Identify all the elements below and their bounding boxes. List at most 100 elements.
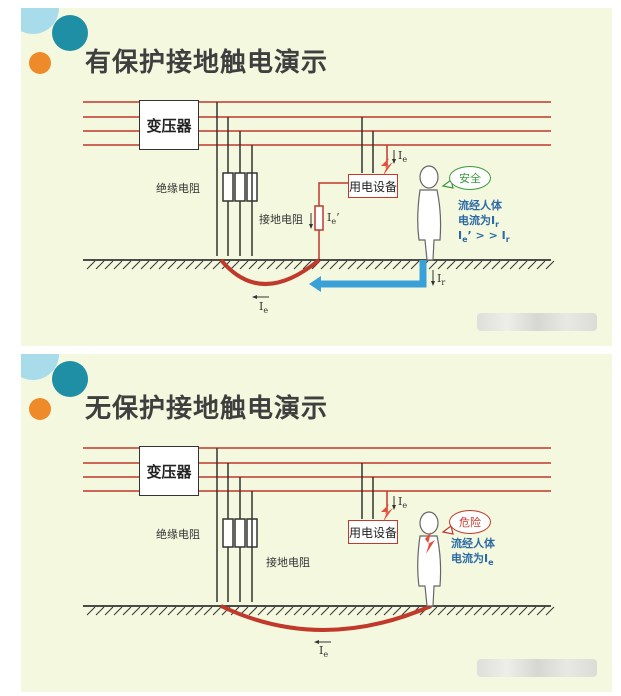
note-line-2-text: 电流为I: [458, 214, 496, 227]
cur-device-i: I: [398, 149, 403, 162]
hatch-mark: [536, 260, 546, 270]
ground-hatch: [86, 606, 555, 616]
hatch-mark: [257, 606, 267, 616]
hatch-mark: [131, 606, 141, 616]
hatch-mark: [194, 606, 204, 616]
hatch-mark: [491, 260, 501, 270]
note-line-2: 电流为Ir: [458, 213, 499, 232]
cur-person-i: I: [437, 272, 442, 285]
cur-ground-sub: e: [331, 217, 337, 227]
insulation-resistor-2: [234, 518, 246, 548]
person-current-label: Ir: [437, 272, 445, 287]
earth-current-path: [220, 604, 432, 632]
hatch-mark: [284, 606, 294, 616]
insulation-resistor-1: [222, 172, 234, 202]
hatch-mark: [329, 260, 339, 270]
ground-resistor: [314, 205, 324, 231]
cur-earth-i: I: [319, 644, 324, 657]
hatch-mark: [176, 260, 186, 270]
hatch-mark: [338, 260, 348, 270]
earth-current-path: [219, 258, 321, 286]
panel-without-grounding: 无保护接地触电演示 变压器 绝缘电阻 接地电阻 用电设备 危险 流经人体 电流为…: [21, 354, 612, 692]
hatch-mark: [383, 260, 393, 270]
hatch-mark: [275, 260, 285, 270]
hatch-mark: [482, 606, 492, 616]
hatch-mark: [176, 606, 186, 616]
hatch-mark: [95, 606, 105, 616]
hatch-mark: [356, 260, 366, 270]
device-box: 用电设备: [348, 520, 398, 544]
hatch-mark: [167, 260, 177, 270]
ground-wire: [318, 182, 348, 206]
insulation-resistor-1: [222, 518, 234, 548]
hatch-mark: [518, 260, 528, 270]
transformer-box: 变压器: [139, 446, 199, 496]
hatch-mark: [122, 260, 132, 270]
hatch-mark: [518, 606, 528, 616]
cur-ground-i: I: [327, 211, 332, 224]
hatch-mark: [347, 606, 357, 616]
hatch-mark: [374, 260, 384, 270]
hatch-mark: [365, 260, 375, 270]
cur-earth-i: I: [259, 300, 264, 313]
logo-circle-light: [21, 354, 59, 380]
earth-current-label: Ie: [259, 300, 268, 315]
hatch-mark: [140, 606, 150, 616]
hatch-mark: [509, 606, 519, 616]
panel-title: 有保护接地触电演示: [85, 48, 329, 78]
hatch-mark: [500, 606, 510, 616]
logo-circle-teal: [52, 15, 88, 51]
hatch-mark: [545, 260, 555, 270]
hatch-mark: [86, 260, 96, 270]
current-arrow-head: [309, 276, 321, 292]
ground-resistance-label: 接地电阻: [266, 556, 310, 569]
device-current-arrowhead: [392, 159, 396, 164]
person-figure: [417, 165, 442, 261]
hatch-mark: [401, 606, 411, 616]
hatch-mark: [158, 606, 168, 616]
hatch-mark: [158, 260, 168, 270]
cur-device-i: I: [398, 495, 403, 508]
hatch-mark: [356, 606, 366, 616]
hatch-mark: [293, 260, 303, 270]
hatch-mark: [320, 606, 330, 616]
note-line-3-i: I: [458, 229, 463, 242]
note-line-3: Ie’ > > Ir: [458, 228, 510, 247]
hatch-mark: [509, 260, 519, 270]
note-line-1: 流经人体: [451, 537, 495, 550]
status-bubble: 安全: [449, 166, 491, 190]
hatch-mark: [275, 606, 285, 616]
hatch-mark: [365, 606, 375, 616]
insulation-label: 绝缘电阻: [156, 182, 200, 195]
hatch-mark: [311, 606, 321, 616]
cur-earth-sub: e: [263, 306, 269, 316]
cur-earth-sub: e: [323, 650, 329, 660]
hatch-mark: [104, 606, 114, 616]
hatch-mark: [437, 606, 447, 616]
hatch-mark: [527, 260, 537, 270]
panel-title: 无保护接地触电演示: [85, 394, 329, 424]
note-line-2: 电流为Ie: [451, 551, 494, 570]
ground-hatch: [86, 260, 555, 270]
hatch-mark: [95, 260, 105, 270]
insulation-resistor-2: [234, 172, 246, 202]
watermark-blur: [477, 659, 597, 677]
hatch-mark: [203, 260, 213, 270]
hatch-mark: [185, 260, 195, 270]
hatch-mark: [212, 260, 222, 270]
logo-circle-orange: [29, 52, 51, 74]
hatch-mark: [482, 260, 492, 270]
hatch-mark: [122, 606, 132, 616]
device-current-arrowhead: [392, 505, 396, 510]
hatch-mark: [473, 606, 483, 616]
device-current-label: Ie: [398, 149, 407, 164]
ground-resistance-label: 接地电阻: [259, 213, 303, 226]
hatch-mark: [113, 606, 123, 616]
note-line-3-sub: e: [462, 235, 468, 245]
panel-with-grounding: 有保护接地触电演示 变压器 绝缘电阻 接地电阻 用电设备 安全 流经人体 电流为…: [21, 8, 612, 346]
logo-circle-light: [21, 8, 59, 34]
hatch-mark: [383, 606, 393, 616]
hatch-mark: [230, 260, 240, 270]
hatch-mark: [140, 260, 150, 270]
cur-device-sub: e: [402, 155, 408, 165]
